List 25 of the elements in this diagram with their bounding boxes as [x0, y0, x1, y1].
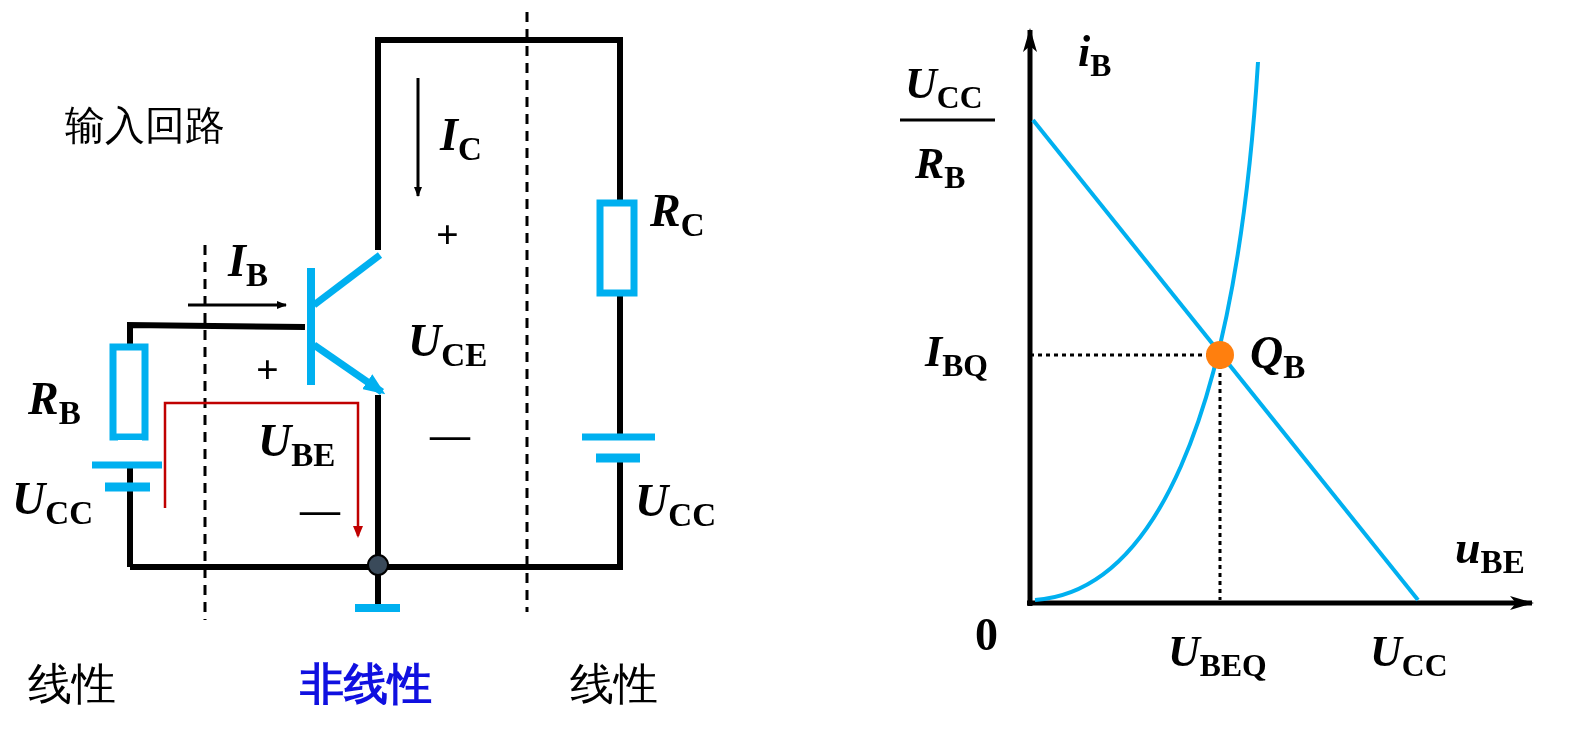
- component-label: R$_{C}$: [650, 188, 705, 242]
- polarity-sign: +: [436, 215, 459, 255]
- polarity-sign: —: [300, 490, 340, 530]
- voltage-label: U$_{CE}$: [408, 318, 488, 372]
- point-label: Q$_{B}$: [1250, 330, 1306, 384]
- tick-label: U$_{BEQ}$: [1168, 630, 1267, 682]
- current-label: I$_{C}$: [440, 112, 482, 166]
- tick-label: 0: [975, 612, 998, 658]
- polarity-sign: —: [430, 415, 470, 455]
- axis-label: i$_{B}$: [1078, 30, 1112, 82]
- region-label: 线性: [570, 662, 658, 706]
- component-label: U$_{CC}$: [12, 476, 94, 530]
- current-label: I$_{B}$: [228, 238, 268, 292]
- circuit-title: 输入回路: [65, 105, 225, 145]
- axis-label: u$_{BE}$: [1455, 525, 1525, 579]
- voltage-label: U$_{BE}$: [258, 418, 336, 472]
- tick-label: U$_{CC}$: [905, 62, 983, 114]
- tick-label: I$_{BQ}$: [925, 330, 988, 382]
- region-label: 非线性: [300, 662, 432, 706]
- region-label: 线性: [28, 662, 116, 706]
- polarity-sign: +: [256, 350, 279, 390]
- tick-label: U$_{CC}$: [1370, 630, 1448, 682]
- component-label: U$_{CC}$: [635, 478, 717, 532]
- tick-label: R$_{B}$: [915, 142, 966, 194]
- component-label: R$_{B}$: [28, 376, 81, 430]
